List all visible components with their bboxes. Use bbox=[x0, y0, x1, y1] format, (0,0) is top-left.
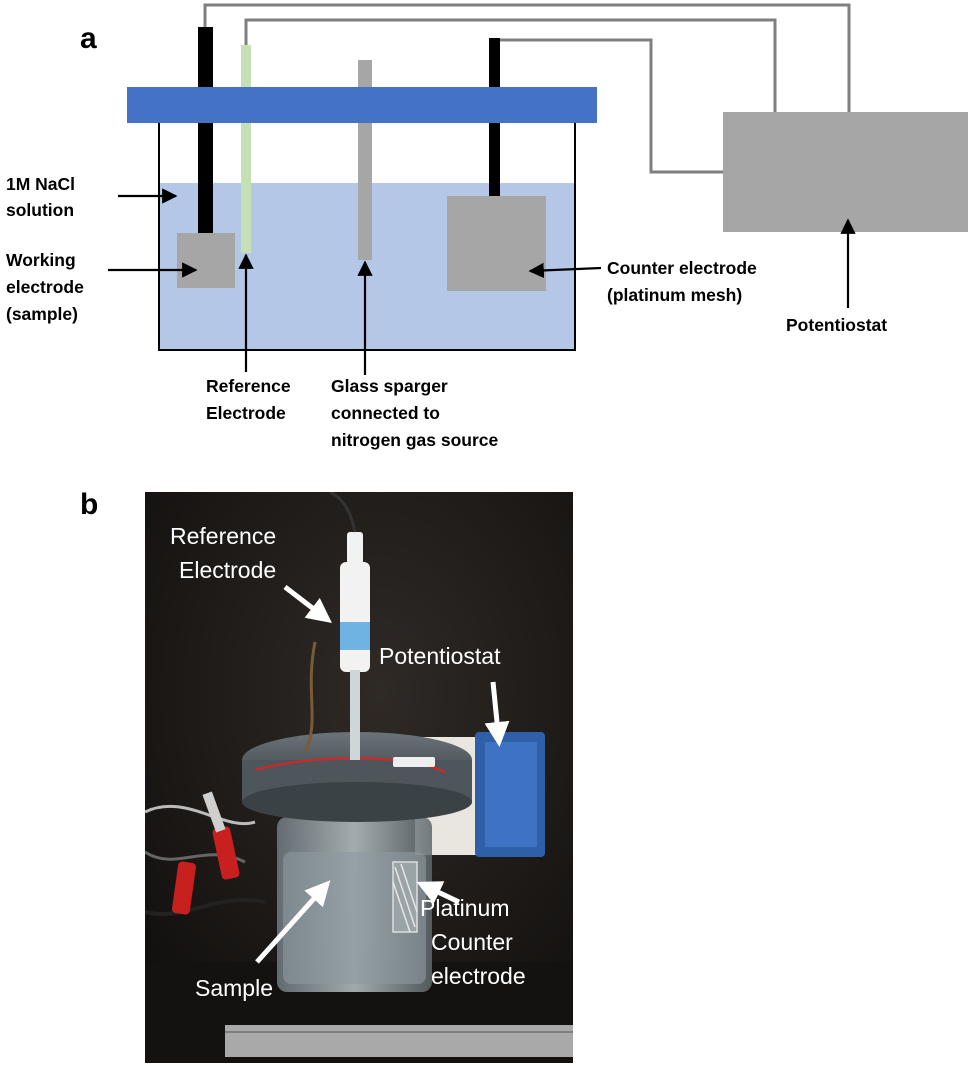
label-counter-1: Counter electrode bbox=[607, 258, 757, 278]
potentiostat-box bbox=[723, 112, 968, 232]
label-working-2: electrode bbox=[6, 277, 84, 297]
working-electrode-sample bbox=[177, 233, 235, 288]
reference-electrode-photo bbox=[303, 492, 370, 760]
label-sparger-2: connected to bbox=[331, 403, 440, 423]
schematic-diagram: 1M NaCl solution Working electrode (samp… bbox=[6, 3, 968, 450]
photo-label-reference-2: Electrode bbox=[179, 557, 276, 583]
label-solution-2: solution bbox=[6, 200, 74, 220]
working-electrode-rod bbox=[198, 27, 213, 233]
photo-arrow-reference bbox=[283, 585, 332, 624]
wire-reference bbox=[244, 18, 777, 112]
label-potentiostat: Potentiostat bbox=[786, 315, 887, 335]
ruler bbox=[225, 1025, 573, 1057]
reference-electrode-rod bbox=[241, 45, 251, 253]
wire-counter bbox=[494, 38, 723, 174]
panel-letter-a: a bbox=[80, 22, 97, 55]
beaker bbox=[158, 120, 576, 351]
label-working-3: (sample) bbox=[6, 304, 78, 324]
setup-photograph: Reference Electrode Potentiostat Platinu… bbox=[145, 492, 573, 1063]
photo-label-platinum-1: Platinum bbox=[420, 895, 509, 921]
label-counter-2: (platinum mesh) bbox=[607, 285, 742, 305]
wire-working bbox=[203, 3, 851, 112]
label-sparger-3: nitrogen gas source bbox=[331, 430, 499, 450]
label-reference-1: Reference bbox=[206, 376, 291, 396]
label-solution-1: 1M NaCl bbox=[6, 174, 75, 194]
photo-label-platinum-2: Counter bbox=[431, 929, 513, 955]
alligator-clips bbox=[145, 791, 266, 917]
photo-label-potentiostat: Potentiostat bbox=[379, 643, 501, 669]
panel-letter-b: b bbox=[80, 488, 99, 521]
platinum-mesh bbox=[392, 861, 418, 933]
arrow-counter bbox=[528, 262, 602, 279]
counter-electrode-mesh bbox=[447, 196, 546, 291]
photo-arrow-platinum bbox=[416, 881, 461, 905]
photo-label-sample: Sample bbox=[195, 975, 273, 1001]
cell-lid bbox=[127, 87, 597, 123]
photo-arrow-sample bbox=[255, 880, 331, 964]
photo-label-reference-1: Reference bbox=[170, 523, 276, 549]
label-working-1: Working bbox=[6, 250, 76, 270]
label-reference-2: Electrode bbox=[206, 403, 286, 423]
label-sparger-1: Glass sparger bbox=[331, 376, 448, 396]
photo-label-platinum-3: electrode bbox=[431, 963, 526, 989]
photo-arrow-potentiostat bbox=[484, 681, 510, 747]
